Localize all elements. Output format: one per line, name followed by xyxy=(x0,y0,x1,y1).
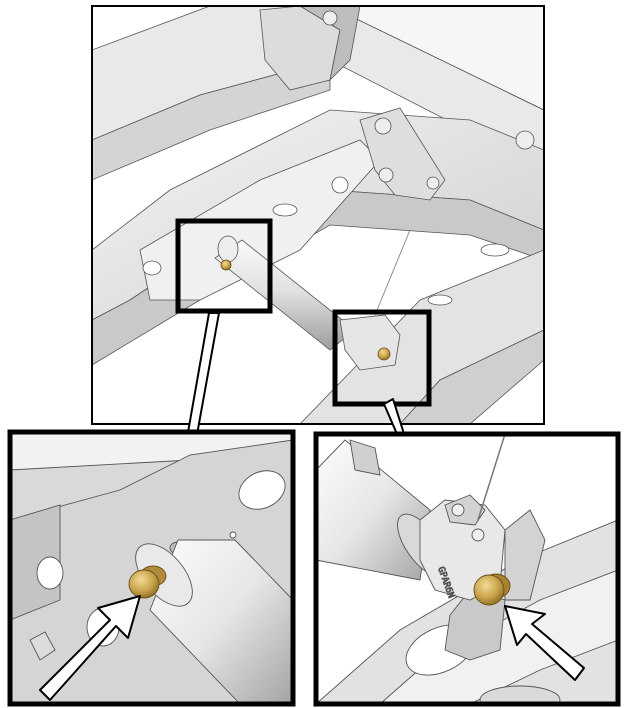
right-grease-pin xyxy=(473,574,505,606)
detail-view-right: GPAR6N xyxy=(313,431,621,707)
left-pointer-arrow xyxy=(39,595,141,701)
overview-frame xyxy=(91,5,545,425)
overview-artwork xyxy=(92,6,544,424)
right-pointer-arrow xyxy=(504,605,585,681)
overview-view xyxy=(91,5,545,425)
detail-frame-right xyxy=(313,431,621,707)
detail-frame-left xyxy=(7,429,296,707)
overview-right-pin xyxy=(377,347,391,361)
left-grease-pin xyxy=(128,569,160,599)
overview-left-pin xyxy=(220,259,232,271)
callout-box-left xyxy=(175,218,273,314)
detail-view-left xyxy=(7,429,296,707)
callout-box-right xyxy=(332,309,432,407)
